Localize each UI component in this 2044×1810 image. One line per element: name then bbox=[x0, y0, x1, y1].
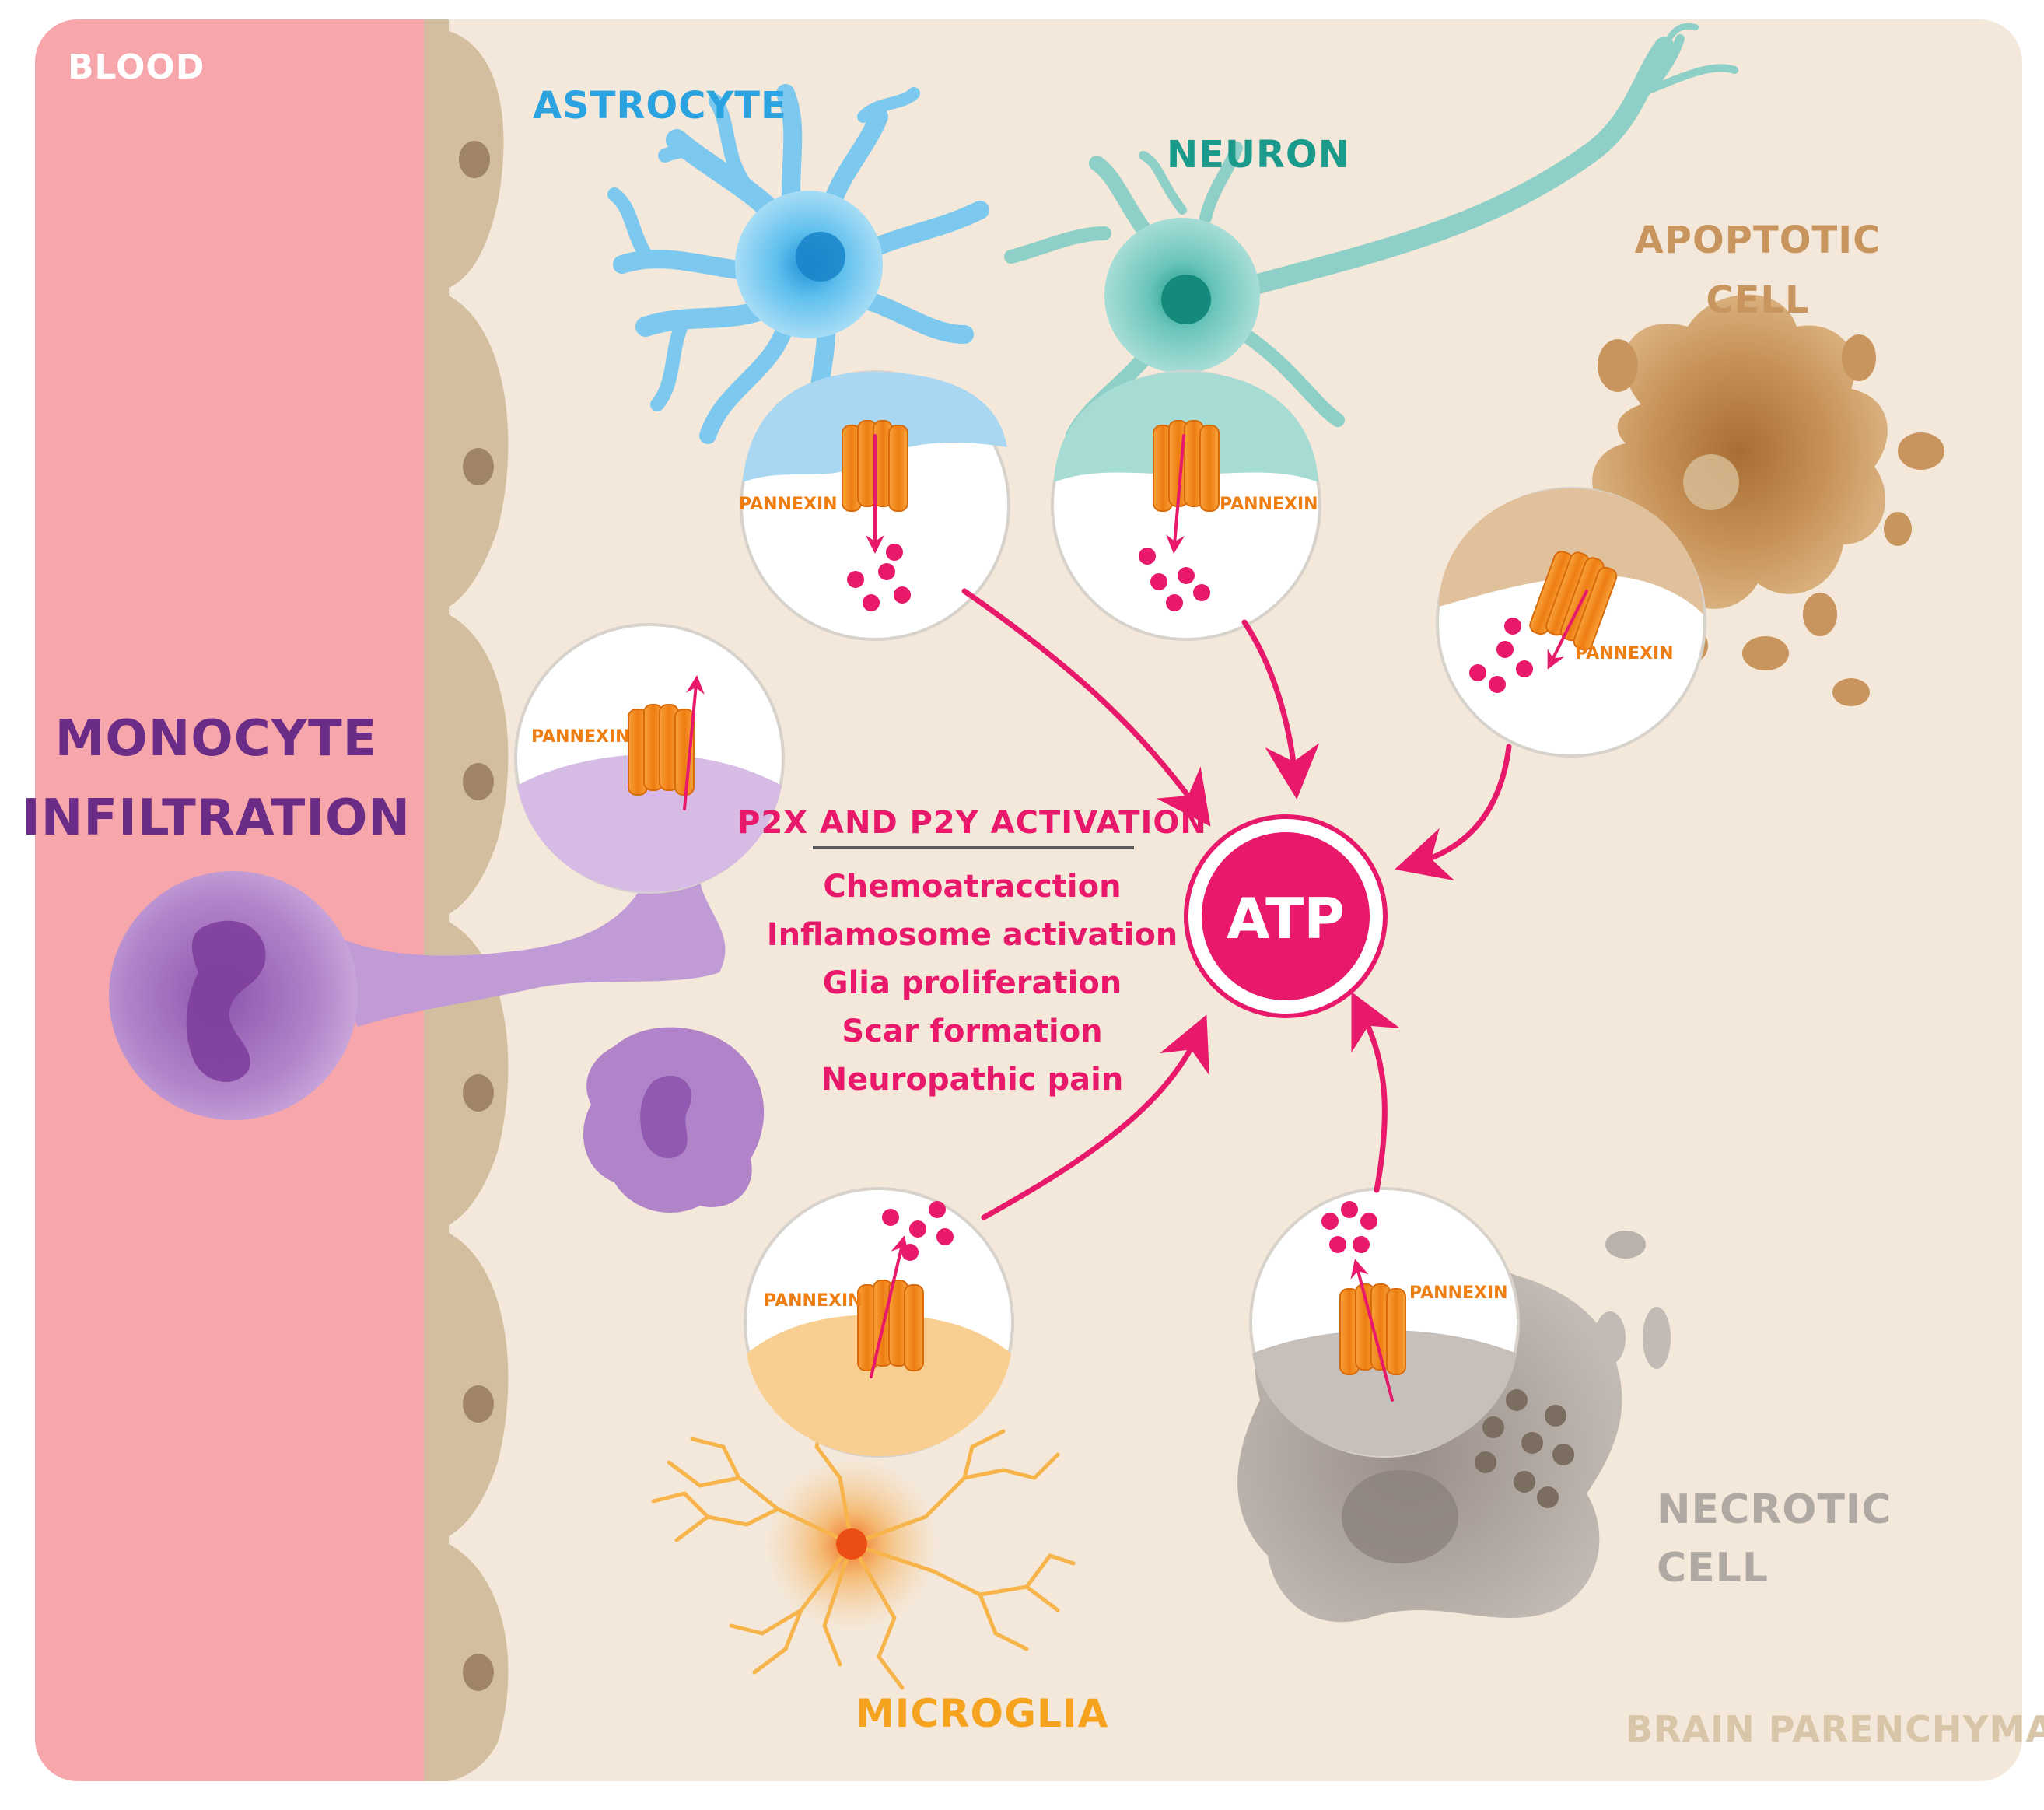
astrocyte-nucleus bbox=[796, 232, 845, 282]
pannexin-label-apoptotic: PANNEXIN bbox=[1575, 644, 1674, 663]
atp-dot bbox=[901, 1244, 919, 1261]
pannexin-channel-icon bbox=[1153, 420, 1220, 512]
activation-effect-item: Chemoatracction bbox=[823, 869, 1122, 905]
monocyte-cell bbox=[109, 813, 726, 1120]
necrotic-label-line2: CELL bbox=[1657, 1545, 1769, 1591]
monocyte-label-line2: INFILTRATION bbox=[21, 789, 411, 847]
atp-dot bbox=[936, 1228, 954, 1245]
activation-effect-item: Glia proliferation bbox=[822, 965, 1122, 1001]
atp-arrows bbox=[961, 588, 1512, 1220]
necrotic-label-line1: NECROTIC bbox=[1657, 1486, 1892, 1533]
atp-dot bbox=[1504, 618, 1521, 635]
atp-dot bbox=[1193, 584, 1210, 601]
endothelium bbox=[424, 19, 509, 1781]
brain-parenchyma-label: BRAIN PARENCHYMA bbox=[1626, 1708, 2044, 1750]
atp-dot bbox=[929, 1201, 946, 1218]
atp-dot bbox=[1489, 676, 1506, 693]
channel-flow-arrows bbox=[683, 434, 1588, 1402]
pannexin-channel-icon bbox=[857, 1280, 924, 1371]
atp-dot bbox=[909, 1220, 926, 1238]
atp-dot bbox=[886, 544, 903, 561]
atp-dot bbox=[894, 586, 911, 604]
neuron-label: NEURON bbox=[1167, 133, 1350, 177]
atp-dot bbox=[1178, 567, 1195, 584]
activation-heading: P2X AND P2Y ACTIVATION bbox=[737, 805, 1207, 841]
atp-dot bbox=[1360, 1213, 1377, 1230]
monocyte-label-line1: MONOCYTE bbox=[54, 710, 378, 768]
atp-dot bbox=[1516, 660, 1533, 677]
atp-dot bbox=[1321, 1213, 1339, 1230]
pannexin-channel-icon bbox=[1339, 1283, 1406, 1375]
blood-label: BLOOD bbox=[68, 47, 205, 87]
atp-dot bbox=[1166, 594, 1183, 611]
activation-effect-item: Scar formation bbox=[842, 1014, 1103, 1049]
pannexin-label-astrocyte: PANNEXIN bbox=[739, 495, 838, 514]
atp-dot bbox=[863, 594, 880, 611]
atp-dot bbox=[847, 571, 864, 588]
astrocyte-label: ASTROCYTE bbox=[533, 84, 787, 128]
atp-dot bbox=[1329, 1236, 1346, 1253]
atp-dot bbox=[1353, 1236, 1370, 1253]
apoptotic-label-line2: CELL bbox=[1706, 278, 1810, 322]
atp-dot bbox=[1139, 548, 1156, 565]
neuron-nucleus bbox=[1161, 275, 1211, 324]
atp-node bbox=[1184, 814, 1388, 1018]
atp-dot bbox=[882, 1209, 899, 1226]
activation-effect-item: Neuropathic pain bbox=[821, 1062, 1124, 1098]
activation-effect-item: Inflamosome activation bbox=[766, 917, 1178, 953]
atp-dot bbox=[878, 563, 895, 580]
small-monocyte bbox=[583, 1027, 765, 1213]
zoom-monocyte bbox=[514, 623, 785, 894]
pannexin-channel-icon bbox=[628, 704, 695, 796]
pannexin-channel-icon bbox=[842, 420, 908, 512]
pannexin-channels bbox=[628, 420, 1618, 1375]
pannexin-label-monocyte: PANNEXIN bbox=[531, 727, 630, 747]
pannexin-label-necrotic: PANNEXIN bbox=[1409, 1283, 1508, 1303]
pannexin-label-neuron: PANNEXIN bbox=[1220, 495, 1318, 514]
microglia-label: MICROGLIA bbox=[856, 1691, 1109, 1736]
atp-dot bbox=[1496, 641, 1514, 658]
atp-dot bbox=[1341, 1201, 1358, 1218]
pannexin-channel-icon bbox=[1529, 551, 1618, 651]
atp-dot bbox=[1150, 573, 1167, 590]
apoptotic-label-line1: APOPTOTIC bbox=[1634, 219, 1881, 262]
pannexin-label-microglia: PANNEXIN bbox=[764, 1291, 863, 1311]
atp-label: ATP bbox=[1226, 886, 1346, 951]
atp-dot bbox=[1469, 664, 1486, 681]
